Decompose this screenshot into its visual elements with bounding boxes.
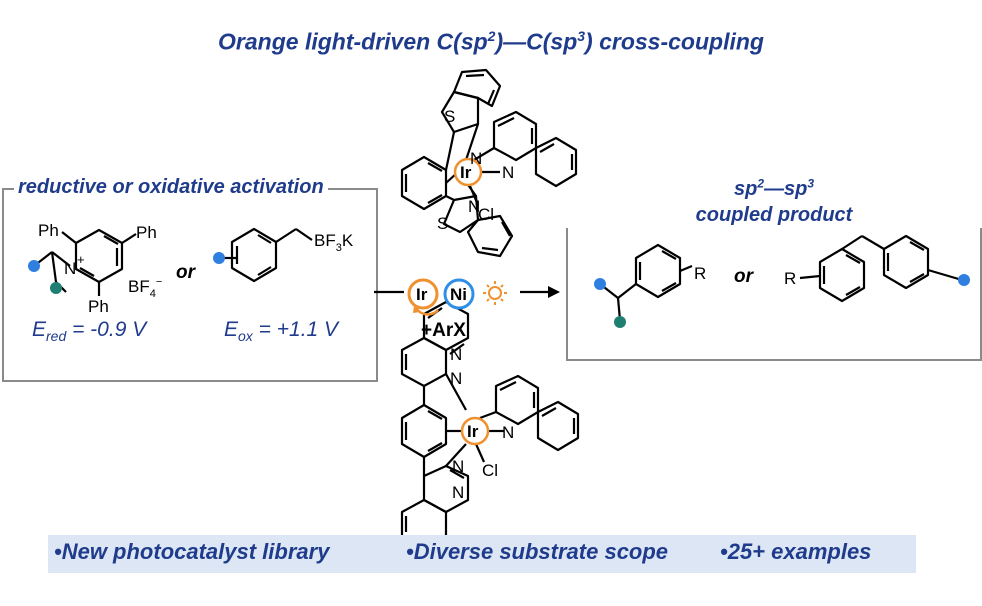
product-dot-teal: [614, 316, 626, 328]
bottom-n3: N: [452, 457, 464, 476]
bottom-ir: Ir: [467, 422, 479, 441]
highlight-library: •New photocatalyst library: [54, 539, 330, 564]
alkyl-dot-blue: [28, 260, 40, 272]
product-alkyl-arene: [599, 243, 693, 321]
top-ir: Ir: [460, 163, 472, 182]
top-n1: N: [470, 149, 482, 168]
top-cl: Cl: [478, 205, 494, 224]
arx-reagent: +ArX: [421, 320, 466, 341]
reaction-arrowhead: [548, 286, 560, 298]
product-dot-blue: [594, 278, 606, 290]
ir-center-top: [453, 157, 483, 187]
r-label-1: R: [694, 264, 706, 283]
cond-ni: Ni: [450, 285, 467, 304]
top-n2: N: [468, 197, 480, 216]
product-box-label: sp2—sp3 coupled product: [566, 170, 982, 228]
bottom-n4: N: [452, 483, 464, 502]
product2-dot-blue: [958, 274, 970, 286]
product-diarylmethane: [799, 234, 963, 303]
ir-catalyst-bottom-structure: [400, 300, 580, 550]
bottom-n1: N: [450, 345, 462, 364]
ni-catalyst-icon: [443, 278, 475, 310]
reduction-potential: Ered = -0.9 V: [32, 318, 147, 345]
cycle-arrowhead: [413, 306, 420, 313]
figure-title: Orange light-driven C(sp2)—C(sp3) cross-…: [218, 28, 764, 55]
pyridinium-n: N: [64, 259, 76, 278]
activation-box-label: reductive or oxidative activation: [14, 176, 328, 199]
alkyl-dot-teal: [50, 282, 62, 294]
bottom-n5: N: [502, 423, 514, 442]
counterion: BF4−: [128, 276, 162, 300]
ir-catalyst-top-structure: [400, 68, 578, 258]
highlights-bar: •New photocatalyst library •Diverse subs…: [48, 535, 916, 573]
ir-center-bottom: [460, 416, 490, 446]
top-s1: S: [444, 107, 455, 126]
bottom-n2: N: [450, 369, 462, 388]
oxidation-potential: Eox = +1.1 V: [224, 318, 339, 345]
ph-label-1: Ph: [38, 221, 59, 240]
light-icon: [483, 281, 507, 305]
or-left: or: [176, 262, 197, 283]
r-label-2: R: [784, 269, 796, 288]
aryl-dot-blue: [213, 252, 225, 264]
highlight-examples: •25+ examples: [720, 539, 872, 564]
cond-ir: Ir: [416, 285, 428, 304]
or-right: or: [734, 266, 755, 287]
top-s2: S: [437, 214, 448, 233]
highlight-scope: •Diverse substrate scope: [406, 539, 669, 564]
ph-label-3: Ph: [88, 297, 109, 316]
ir-photocatalyst-icon: [407, 278, 439, 310]
bf3k-label: BF3K: [314, 231, 354, 254]
pyridinium-charge: +: [77, 252, 85, 267]
bottom-cl: Cl: [482, 461, 498, 480]
top-n3: N: [502, 163, 514, 182]
benzyl-trifluoroborate-structure: [222, 227, 313, 283]
ph-label-2: Ph: [136, 223, 157, 242]
